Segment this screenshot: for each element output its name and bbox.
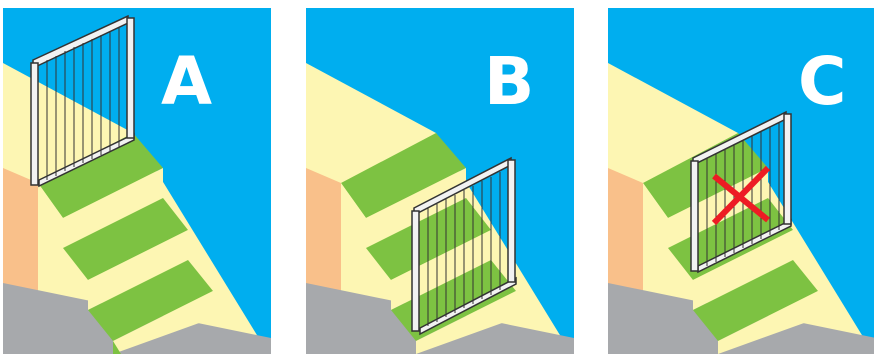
gate-post-right xyxy=(784,114,791,224)
panel-a: A xyxy=(3,8,271,354)
panel-label-c: C xyxy=(798,43,846,120)
panel-b-illustration: B xyxy=(306,8,574,354)
gate-post-left xyxy=(691,161,698,271)
panel-a-illustration: A xyxy=(3,8,271,354)
panel-c: C xyxy=(608,8,874,354)
gate-post-right xyxy=(508,160,515,282)
panel-b: B xyxy=(306,8,574,354)
gate-post-right xyxy=(127,18,134,138)
gate-post-left xyxy=(31,63,38,185)
panel-label-b: B xyxy=(484,43,534,120)
gate-post-left xyxy=(412,211,419,331)
panel-label-a: A xyxy=(161,43,212,120)
panel-c-illustration: C xyxy=(608,8,874,354)
